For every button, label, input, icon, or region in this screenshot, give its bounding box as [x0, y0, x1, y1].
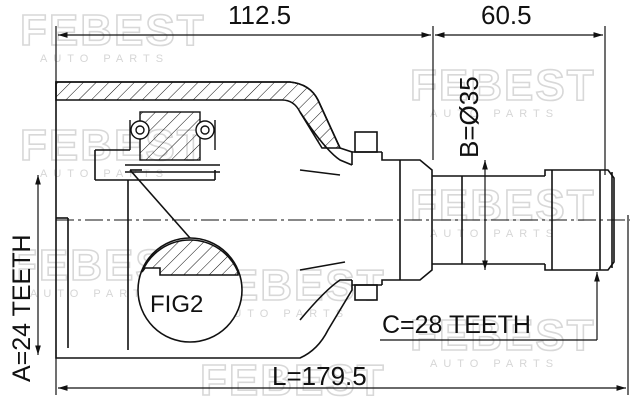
watermark-brand: FEBEST	[410, 311, 596, 360]
dimension-diameter-label: B=Ø35	[454, 76, 484, 158]
fig2-detail	[129, 169, 243, 343]
teeth-c-leader	[380, 272, 600, 341]
watermark-sub: AUTO PARTS	[430, 108, 559, 120]
teeth-a-label: A=24 TEETH	[8, 234, 36, 382]
watermark-brand: FEBEST	[200, 356, 386, 400]
watermark-sub: AUTO PARTS	[40, 168, 169, 180]
watermark-brand: FEBEST	[20, 6, 206, 55]
fig2-label: FIG2	[150, 291, 203, 318]
watermark-brand: FEBEST	[410, 61, 596, 110]
teeth-c-label: C=28 TEETH	[382, 311, 531, 339]
cv-joint-housing	[55, 81, 353, 359]
dimension-overall-label: L=179.5	[272, 361, 367, 391]
bearing-assembly	[125, 111, 220, 173]
watermark-brand: FEBEST	[410, 181, 596, 230]
dimension-top-right: 60.5	[481, 0, 532, 30]
dimension-top-left: 112.5	[228, 0, 291, 30]
watermark-group: FEBEST AUTO PARTS FEBEST AUTO PARTS FEBE…	[9, 5, 596, 400]
watermark-sub: AUTO PARTS	[430, 228, 559, 240]
watermark-sub: AUTO PARTS	[430, 358, 559, 370]
watermark-sub: AUTO PARTS	[30, 288, 159, 300]
watermark-sub: AUTO PARTS	[220, 308, 349, 320]
watermark-sub: AUTO PARTS	[40, 53, 169, 65]
